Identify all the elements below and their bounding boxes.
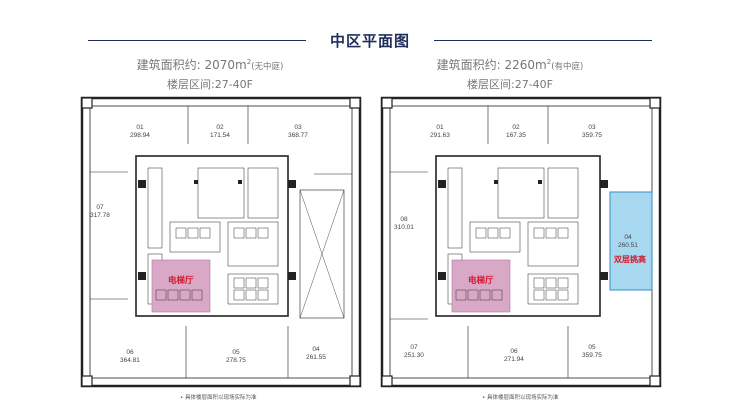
right-area-text: 建筑面积约: 2260m2(有中庭) (436, 58, 584, 72)
left-unit-01: 01 298.94 (130, 124, 150, 139)
left-unit-06: 06 364.81 (120, 349, 140, 364)
right-unit-08: 08 310.01 (394, 216, 414, 231)
right-plan-drawing (380, 96, 662, 388)
left-plan-drawing (80, 96, 362, 388)
title-rule-right (434, 40, 652, 41)
right-unit-03: 03 359.75 (582, 124, 602, 139)
right-unit-06: 06 271.94 (504, 348, 524, 363)
left-unit-07: 07 317.78 (90, 204, 110, 219)
right-elevator-lobby-label: 电梯厅 (468, 276, 494, 286)
page-title: 中区平面图 (329, 32, 410, 50)
left-area-text: 建筑面积约: 2070m2(无中庭) (136, 58, 284, 72)
right-floor-plan: 01 291.63 02 167.35 03 359.75 08 310.01 … (378, 94, 664, 390)
right-unit-04: 04 260.51 (618, 234, 638, 249)
left-floor-plan: 01 298.94 02 171.54 03 368.77 07 317.78 … (78, 94, 364, 390)
left-unit-03: 03 368.77 (288, 124, 308, 139)
right-footnote: • 具体楼层面积以现场实际为准 (482, 395, 559, 401)
right-unit-05: 05 359.75 (582, 344, 602, 359)
right-unit-07: 07 251.30 (404, 344, 424, 359)
right-double-height-label: 双层挑高 (614, 255, 646, 264)
title-rule-left (88, 40, 306, 41)
left-unit-04: 04 261.55 (306, 346, 326, 361)
right-floor-range: 楼层区间:27-40F (467, 78, 553, 91)
left-floor-range: 楼层区间:27-40F (167, 78, 253, 91)
left-footnote: • 具体楼层面积以现场实际为准 (180, 395, 257, 401)
left-unit-05: 05 278.75 (226, 349, 246, 364)
left-unit-02: 02 171.54 (210, 124, 230, 139)
right-unit-02: 02 167.35 (506, 124, 526, 139)
left-elevator-lobby-label: 电梯厅 (168, 276, 194, 286)
right-unit-01: 01 291.63 (430, 124, 450, 139)
